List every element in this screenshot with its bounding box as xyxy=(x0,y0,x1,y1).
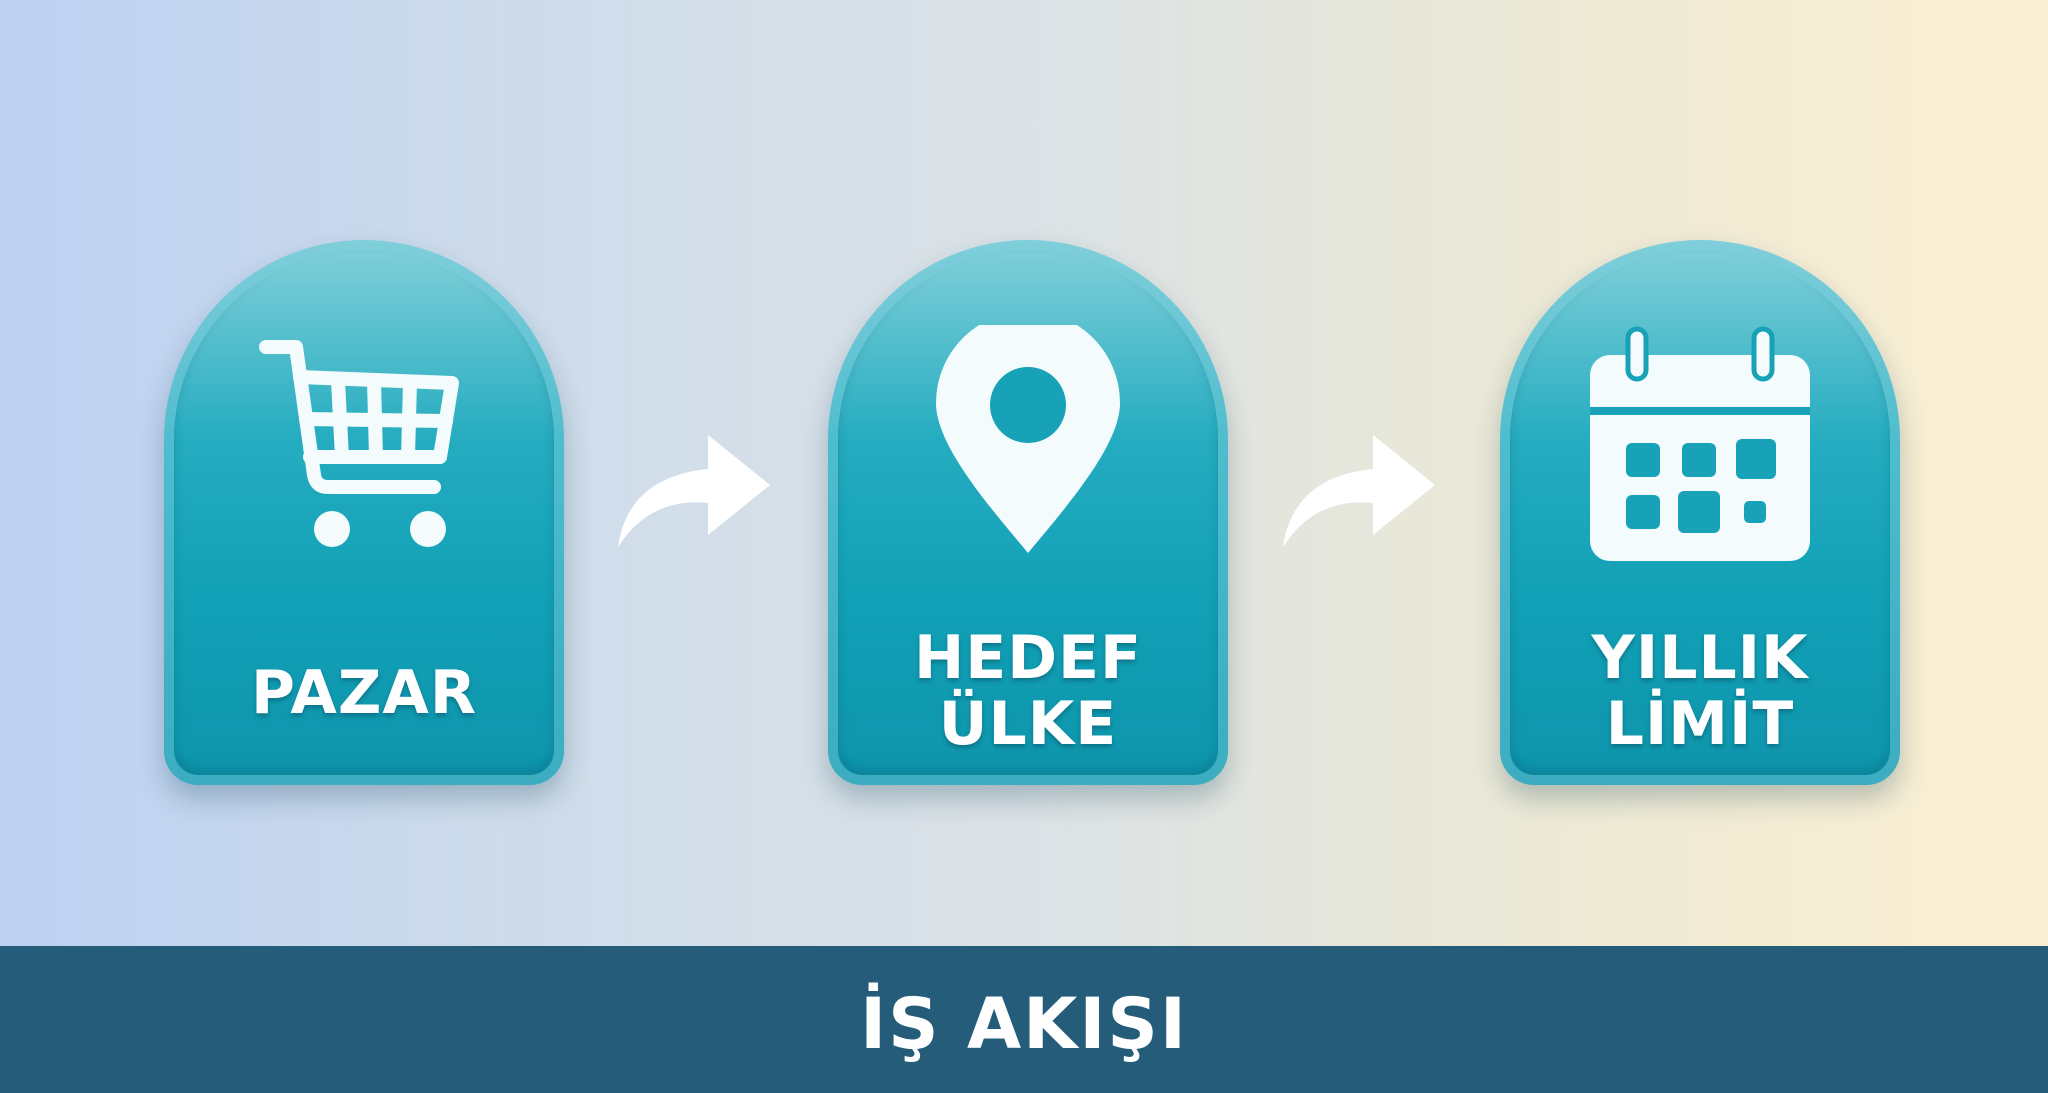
step-card-pazar: PAZAR xyxy=(164,240,564,785)
arrow-right-icon xyxy=(610,425,780,555)
footer-title: İŞ AKIŞI xyxy=(860,982,1188,1065)
step-label-line: HEDEF xyxy=(914,623,1142,693)
step-label-line: PAZAR xyxy=(250,658,478,728)
step-card-hedef-ulke: HEDEF ÜLKE xyxy=(828,240,1228,785)
shopping-cart-icon xyxy=(244,325,484,565)
step-label-line: ÜLKE xyxy=(938,689,1118,759)
workflow-diagram: PAZAR HEDEF ÜLKE xyxy=(164,240,1900,785)
step-label-line: YILLIK xyxy=(1591,623,1809,693)
footer-bar: İŞ AKIŞI xyxy=(0,946,2048,1093)
step-label-pazar: PAZAR xyxy=(164,660,564,726)
location-pin-icon xyxy=(908,325,1148,565)
arrow-right-icon xyxy=(1275,425,1445,555)
step-card-yillik-limit: YILLIK LİMİT xyxy=(1500,240,1900,785)
calendar-icon xyxy=(1580,325,1820,565)
step-label-line: LİMİT xyxy=(1605,689,1795,759)
step-label-yillik-limit: YILLIK LİMİT xyxy=(1500,625,1900,757)
step-label-hedef-ulke: HEDEF ÜLKE xyxy=(828,625,1228,757)
